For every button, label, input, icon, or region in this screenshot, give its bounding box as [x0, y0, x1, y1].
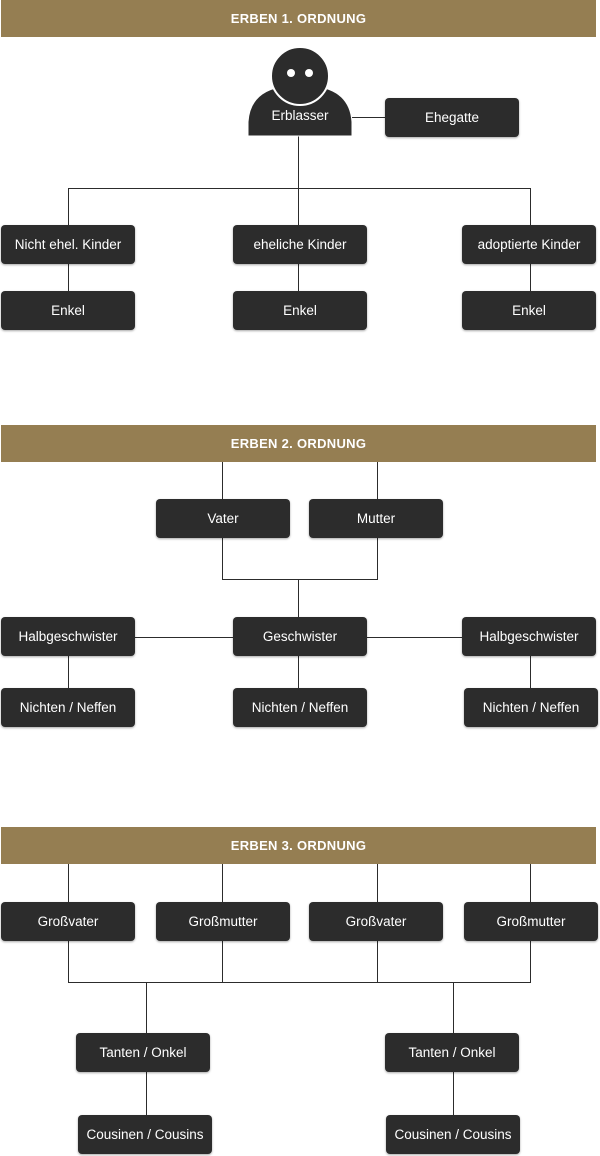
connector-banner-gp-3: [377, 864, 378, 902]
connector-aunt-uncle-right: [453, 982, 454, 1033]
connector-gp-1-down: [68, 941, 69, 983]
mother-node: Mutter: [309, 499, 443, 538]
niece-nephew-node: Nichten / Neffen: [1, 688, 135, 727]
aunt-uncle-node: Tanten / Onkel: [385, 1033, 519, 1072]
person-silhouette-icon: [247, 46, 353, 137]
connector-niece-2: [298, 656, 299, 689]
connector-mother-down: [377, 538, 378, 580]
grandmother-node: Großmutter: [464, 902, 598, 941]
connector-niece-1: [68, 656, 69, 689]
grandchild-node: Enkel: [233, 291, 367, 330]
connector-banner-gp-2: [222, 864, 223, 902]
connector-child-2: [298, 188, 299, 225]
connector-deceased-spouse: [352, 117, 385, 118]
cousin-node: Cousinen / Cousins: [78, 1115, 212, 1154]
sibling-node: Geschwister: [233, 617, 367, 656]
connector-cousins-right: [453, 1072, 454, 1116]
deceased-node: Erblasser: [246, 46, 354, 138]
child-node-legitimate: eheliche Kinder: [233, 225, 367, 264]
father-node: Vater: [156, 499, 290, 538]
connector-banner-father: [222, 462, 223, 499]
connector-child-1: [68, 188, 69, 225]
child-node-adopted: adoptierte Kinder: [462, 225, 596, 264]
connector-gp-2-down: [222, 941, 223, 983]
spouse-node: Ehegatte: [385, 98, 519, 137]
connector-cousins-left: [146, 1072, 147, 1116]
aunt-uncle-node: Tanten / Onkel: [76, 1033, 210, 1072]
connector-gp-3-down: [377, 941, 378, 983]
cousin-node: Cousinen / Cousins: [386, 1115, 520, 1154]
connector-banner-mother: [377, 462, 378, 499]
half-sibling-node-left: Halbgeschwister: [1, 617, 135, 656]
connector-child-3: [530, 188, 531, 225]
grandfather-node: Großvater: [1, 902, 135, 941]
grandchild-node: Enkel: [462, 291, 596, 330]
half-sibling-node-right: Halbgeschwister: [462, 617, 596, 656]
section-1-title: ERBEN 1. ORDNUNG: [1, 0, 596, 37]
connector-banner-gp-4: [530, 864, 531, 902]
grandfather-node: Großvater: [309, 902, 443, 941]
connector-grandchild-3: [530, 264, 531, 292]
deceased-label: Erblasser: [271, 108, 329, 123]
connector-deceased-down: [298, 136, 299, 188]
connector-gp-4-down: [530, 941, 531, 983]
connector-children-bar: [68, 188, 531, 189]
section-2-title: ERBEN 2. ORDNUNG: [1, 425, 596, 462]
connector-grandparents-bar: [68, 982, 531, 983]
child-node-illegitimate: Nicht ehel. Kinder: [1, 225, 135, 264]
connector-parents-siblings: [298, 579, 299, 617]
section-3-title: ERBEN 3. ORDNUNG: [1, 827, 596, 864]
connector-grandchild-2: [298, 264, 299, 292]
connector-niece-3: [530, 656, 531, 689]
connector-banner-gp-1: [68, 864, 69, 902]
niece-nephew-node: Nichten / Neffen: [233, 688, 367, 727]
grandchild-node: Enkel: [1, 291, 135, 330]
niece-nephew-node: Nichten / Neffen: [464, 688, 598, 727]
connector-father-down: [222, 538, 223, 580]
connector-aunt-uncle-left: [146, 982, 147, 1033]
grandmother-node: Großmutter: [156, 902, 290, 941]
connector-parents-bar: [222, 579, 378, 580]
connector-grandchild-1: [68, 264, 69, 292]
